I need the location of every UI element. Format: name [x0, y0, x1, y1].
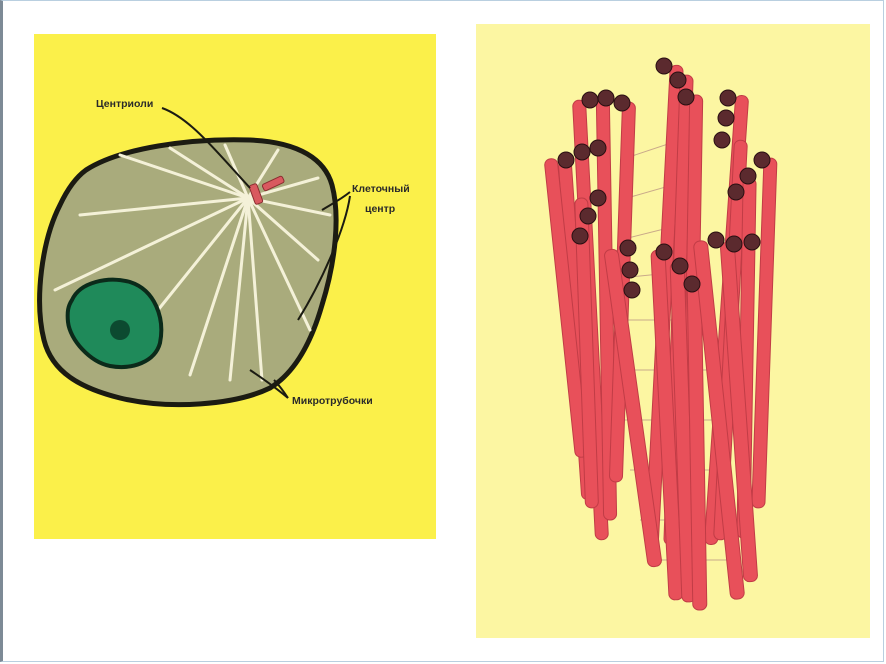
microtubule-bundle: [0, 0, 886, 664]
